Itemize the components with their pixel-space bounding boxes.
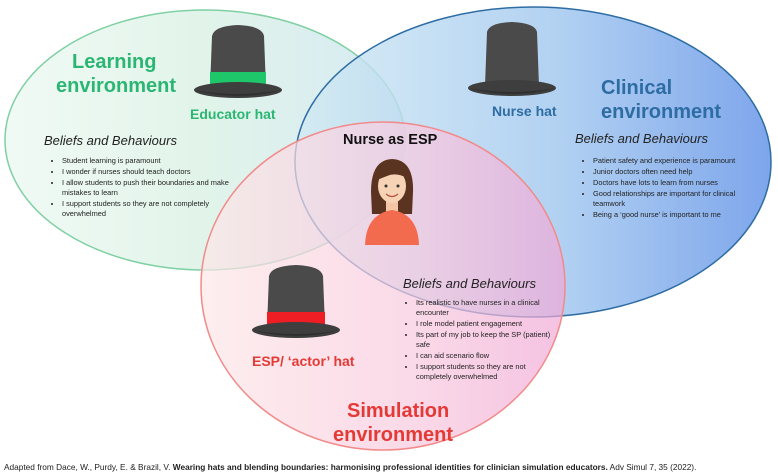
simulation-title-line2: environment <box>333 424 454 446</box>
list-item: Student learning is paramount <box>62 156 240 166</box>
list-item: Doctors have lots to learn from nurses <box>593 178 743 188</box>
list-item: Its part of my job to keep the SP (patie… <box>416 330 562 350</box>
citation-caption: Adapted from Dace, W., Purdy, E. & Brazi… <box>4 462 696 472</box>
list-item: I can aid scenario flow <box>416 351 562 361</box>
educator-hat-label: Educator hat <box>190 106 276 122</box>
simulation-beliefs-title: Beliefs and Behaviours <box>403 276 536 291</box>
list-item: Its realistic to have nurses in a clinic… <box>416 298 562 318</box>
clinical-bullets: Patient safety and experience is paramou… <box>581 156 743 221</box>
caption-title: Wearing hats and blending boundaries: ha… <box>172 462 608 472</box>
learning-environment-title: Learning environment <box>56 50 176 98</box>
caption-suffix: Adv Simul 7, 35 (2022). <box>607 462 697 472</box>
list-item: Being a ‘good nurse’ is important to me <box>593 210 743 220</box>
nurse-as-esp-label: Nurse as ESP <box>343 132 438 148</box>
list-item: I allow students to push their boundarie… <box>62 178 240 198</box>
simulation-bullets: Its realistic to have nurses in a clinic… <box>404 298 562 383</box>
list-item: I support students so they are not compl… <box>416 362 562 382</box>
learning-title-line2: environment <box>56 75 177 97</box>
clinical-title-line1: Clinical <box>601 77 673 99</box>
nurse-hat-label: Nurse hat <box>492 103 557 119</box>
clinical-beliefs-title: Beliefs and Behaviours <box>575 131 708 146</box>
simulation-circle <box>200 121 566 451</box>
list-item: I role model patient engagement <box>416 319 562 329</box>
list-item: I support students so they are not compl… <box>62 199 240 219</box>
learning-title-line1: Learning <box>72 51 157 73</box>
actor-hat-icon <box>252 265 340 338</box>
learning-bullets: Student learning is paramount I wonder i… <box>50 156 240 220</box>
list-item: I wonder if nurses should teach doctors <box>62 167 240 177</box>
list-item: Good relationships are important for cli… <box>593 189 743 209</box>
list-item: Junior doctors often need help <box>593 167 743 177</box>
nurse-avatar-icon <box>365 159 419 245</box>
nurse-hat-icon <box>468 22 556 96</box>
clinical-environment-title: Clinical environment <box>601 76 721 124</box>
simulation-title-line1: Simulation <box>347 400 450 422</box>
learning-beliefs-title: Beliefs and Behaviours <box>44 133 177 148</box>
educator-hat-icon <box>194 25 282 98</box>
caption-prefix: Adapted from Dace, W., Purdy, E. & Brazi… <box>4 462 173 472</box>
list-item: Patient safety and experience is paramou… <box>593 156 743 166</box>
actor-hat-label: ESP/ ‘actor’ hat <box>252 353 355 369</box>
clinical-title-line2: environment <box>601 101 722 123</box>
simulation-environment-title: Simulation environment <box>333 399 453 447</box>
